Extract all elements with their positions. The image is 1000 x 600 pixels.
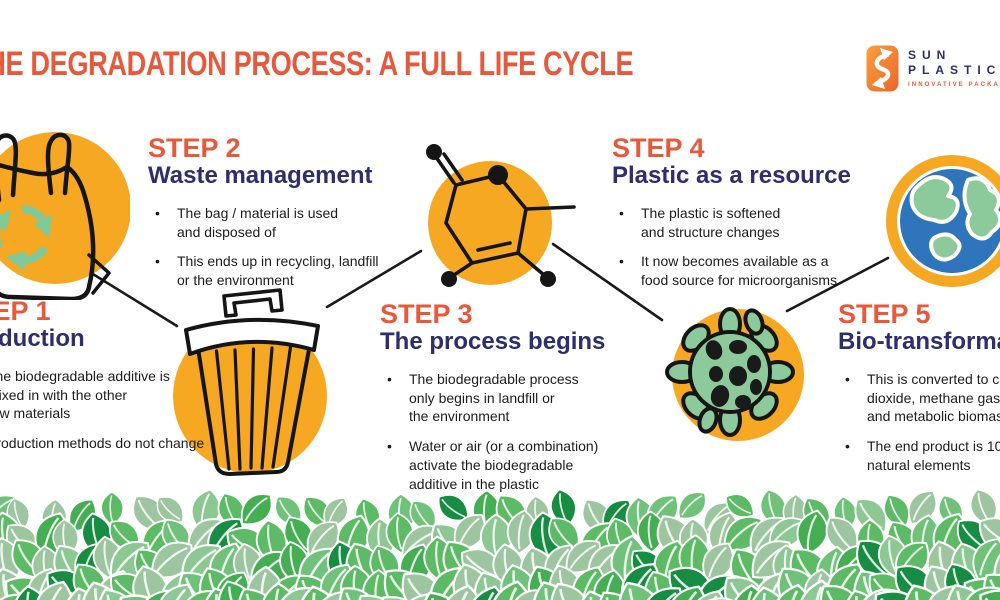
logo-s-arrows-icon <box>866 45 899 92</box>
bullet-item: The end product is 100% natural elements <box>838 437 1000 475</box>
bullet-text: It now becomes available as a food sourc… <box>641 253 838 289</box>
step-5-title: Bio-transformation <box>838 328 1000 356</box>
bullet-dot <box>612 252 641 290</box>
bullet-item: Water or air (or a combination) activate… <box>380 437 650 493</box>
leaves-decoration <box>0 485 1000 600</box>
step-5-number: STEP 5 <box>838 299 931 329</box>
earth-icon <box>886 155 1000 287</box>
sun-plastic-logo: SUN PLASTIC INNOVATIVE PACKAGING <box>866 45 1000 92</box>
step-2-title: Waste management <box>148 162 373 190</box>
bullet-item: Production methods do not change <box>0 434 228 453</box>
plastic-bag-icon <box>0 132 130 300</box>
logo-name-line2: PLASTIC <box>908 63 1000 77</box>
step-2-bullets: The bag / material is used and disposed … <box>148 204 418 290</box>
bullet-text: Water or air (or a combination) activate… <box>409 438 599 492</box>
step-4-title: Plastic as a resource <box>612 162 851 190</box>
step-3-bullets: The biodegradable process only begins in… <box>380 370 650 494</box>
step-5-block: STEP 5 Bio-transformation This is conver… <box>838 300 1000 486</box>
step-1-number: STEP 1 <box>0 296 51 326</box>
bullet-item: The biodegradable additive is mixed in w… <box>0 367 228 423</box>
step-2-block: STEP 2 Waste management The bag / materi… <box>148 134 418 301</box>
bullet-dot <box>148 204 177 242</box>
molecule-icon <box>426 144 576 287</box>
bullet-item: The bag / material is used and disposed … <box>148 204 418 242</box>
bullet-item: This is converted to carbon dioxide, met… <box>838 370 1000 426</box>
step-3-block: STEP 3 The process begins The biodegrada… <box>380 300 650 504</box>
bullet-dot <box>380 370 409 426</box>
step-4-block: STEP 4 Plastic as a resource The plastic… <box>612 134 882 301</box>
logo-name-line1: SUN <box>908 48 952 62</box>
logo-tagline: INNOVATIVE PACKAGING <box>908 82 1000 88</box>
page-title: THE DEGRADATION PROCESS: A FULL LIFE CYC… <box>0 45 634 83</box>
bullet-dot <box>838 370 867 426</box>
step-1-bullets: The biodegradable additive is mixed in w… <box>0 367 228 453</box>
bullet-text: The plastic is softened and structure ch… <box>641 204 781 240</box>
step-3-number: STEP 3 <box>380 299 473 329</box>
bullet-item: The plastic is softened and structure ch… <box>612 204 882 242</box>
logo-text: SUN PLASTIC INNOVATIVE PACKAGING <box>908 45 1000 92</box>
microorganism-icon <box>665 307 804 441</box>
bullet-text: The biodegradable additive is mixed in w… <box>0 367 170 422</box>
bullet-text: Production methods do not change <box>0 435 205 452</box>
bullet-text: This is converted to carbon dioxide, met… <box>867 370 1000 425</box>
bullet-dot <box>148 252 177 290</box>
bullet-dot <box>838 437 867 475</box>
bullet-item: It now becomes available as a food sourc… <box>612 252 882 290</box>
bullet-text: This ends up in recycling, landfill or t… <box>177 253 379 289</box>
step-5-bullets: This is converted to carbon dioxide, met… <box>838 370 1000 475</box>
step-4-number: STEP 4 <box>612 133 705 163</box>
step-2-number: STEP 2 <box>148 133 241 163</box>
bullet-text: The end product is 100% natural elements <box>867 438 1000 473</box>
step-1-block: STEP 1 Production The biodegradable addi… <box>0 297 228 464</box>
bullet-text: The bag / material is used and disposed … <box>177 204 339 240</box>
recycle-arrows-icon <box>0 205 52 271</box>
trash-can-icon <box>173 288 327 476</box>
step-1-title: Production <box>0 325 85 353</box>
step-3-title: The process begins <box>380 328 606 356</box>
step-4-bullets: The plastic is softened and structure ch… <box>612 204 882 290</box>
bullet-item: This ends up in recycling, landfill or t… <box>148 252 418 290</box>
bullet-item: The biodegradable process only begins in… <box>380 370 650 426</box>
bullet-dot <box>612 204 641 242</box>
bullet-text: The biodegradable process only begins in… <box>409 370 579 425</box>
